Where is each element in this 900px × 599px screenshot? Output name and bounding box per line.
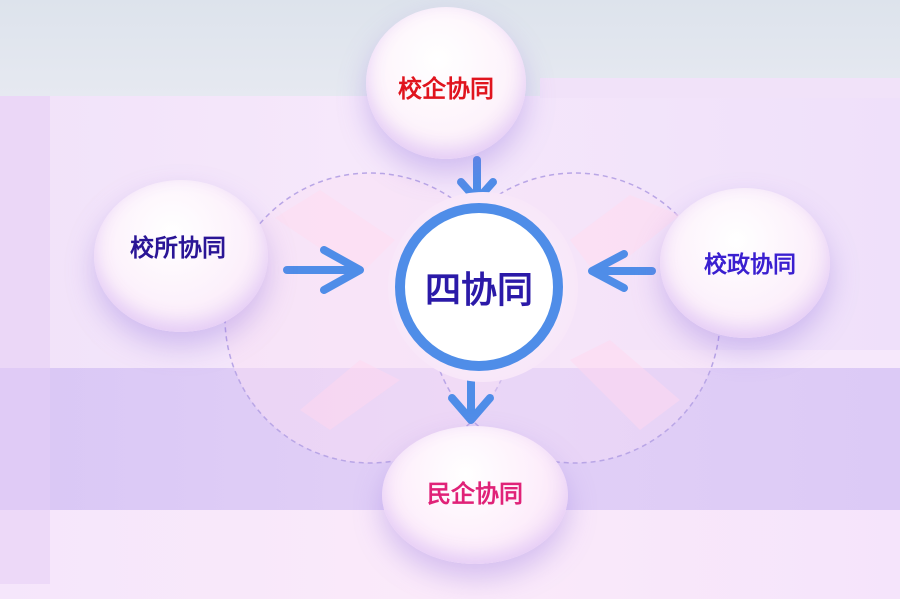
node-school-government: 校政协同 (660, 188, 830, 338)
center-node: 四协同 (395, 203, 563, 371)
node-label-left: 校所协同 (130, 232, 226, 262)
node-private-enterprise: 民企协同 (382, 426, 568, 564)
node-label-top: 校企协同 (398, 73, 494, 103)
background-strip-left (0, 96, 50, 584)
petal-lower-right (570, 340, 680, 430)
petal-upper-right (570, 195, 680, 280)
node-school-institute: 校所协同 (94, 180, 268, 332)
node-label-right: 校政协同 (704, 251, 796, 278)
node-label-bottom: 民企协同 (427, 478, 523, 508)
background-strip-right-middle (560, 350, 900, 368)
arrow-from-right (588, 250, 656, 292)
petal-upper-left (275, 190, 395, 275)
center-label: 四协同 (424, 270, 533, 311)
petal-lower-left (300, 360, 400, 430)
background-strip-right-top (540, 78, 900, 98)
arrow-from-left (283, 246, 364, 294)
node-school-enterprise: 校企协同 (366, 7, 526, 159)
